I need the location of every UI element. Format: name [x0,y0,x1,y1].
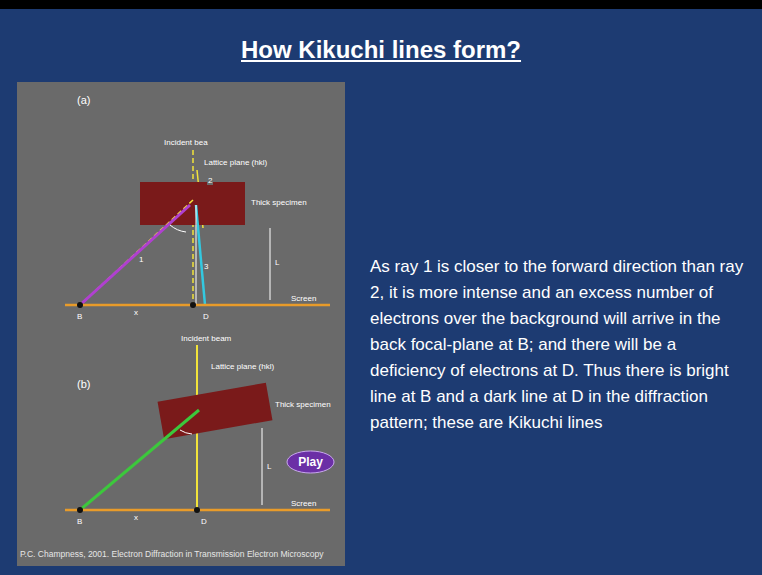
panel-label: (a) [76,94,91,106]
beam-label: Incident beam [180,334,232,343]
plane-label: Lattice plane (hkl) [210,362,275,371]
play-button: Play [286,450,335,474]
point-label: B [76,312,83,321]
point-label: B [76,517,83,526]
dimension-label: x [133,513,139,522]
point-label: D [202,312,210,321]
screen-label: Screen [290,294,317,303]
dimension-label: x [133,308,139,317]
ray-number: 3 [203,262,209,271]
slide-title: How Kikuchi lines form? [241,36,521,64]
citation: P.C. Champness, 2001. Electron Diffracti… [20,549,323,559]
ray-number: 2 [207,176,213,185]
dimension-label: L [266,462,272,471]
panel-label: (b) [76,378,91,390]
top-bar [0,0,762,9]
specimen-label: Thick specimen [274,400,332,409]
button-text: Play [286,455,335,469]
point-label: D [200,517,208,526]
plane-label: Lattice plane (hkl) [203,158,268,167]
screen-label: Screen [290,499,317,508]
body-text: As ray 1 is closer to the forward direct… [370,254,755,436]
specimen-label: Thick specimen [250,198,308,207]
beam-label: Incident bea [163,138,209,147]
panel [17,82,345,566]
dimension-label: L [274,258,280,267]
ray-number: 1 [138,255,144,264]
